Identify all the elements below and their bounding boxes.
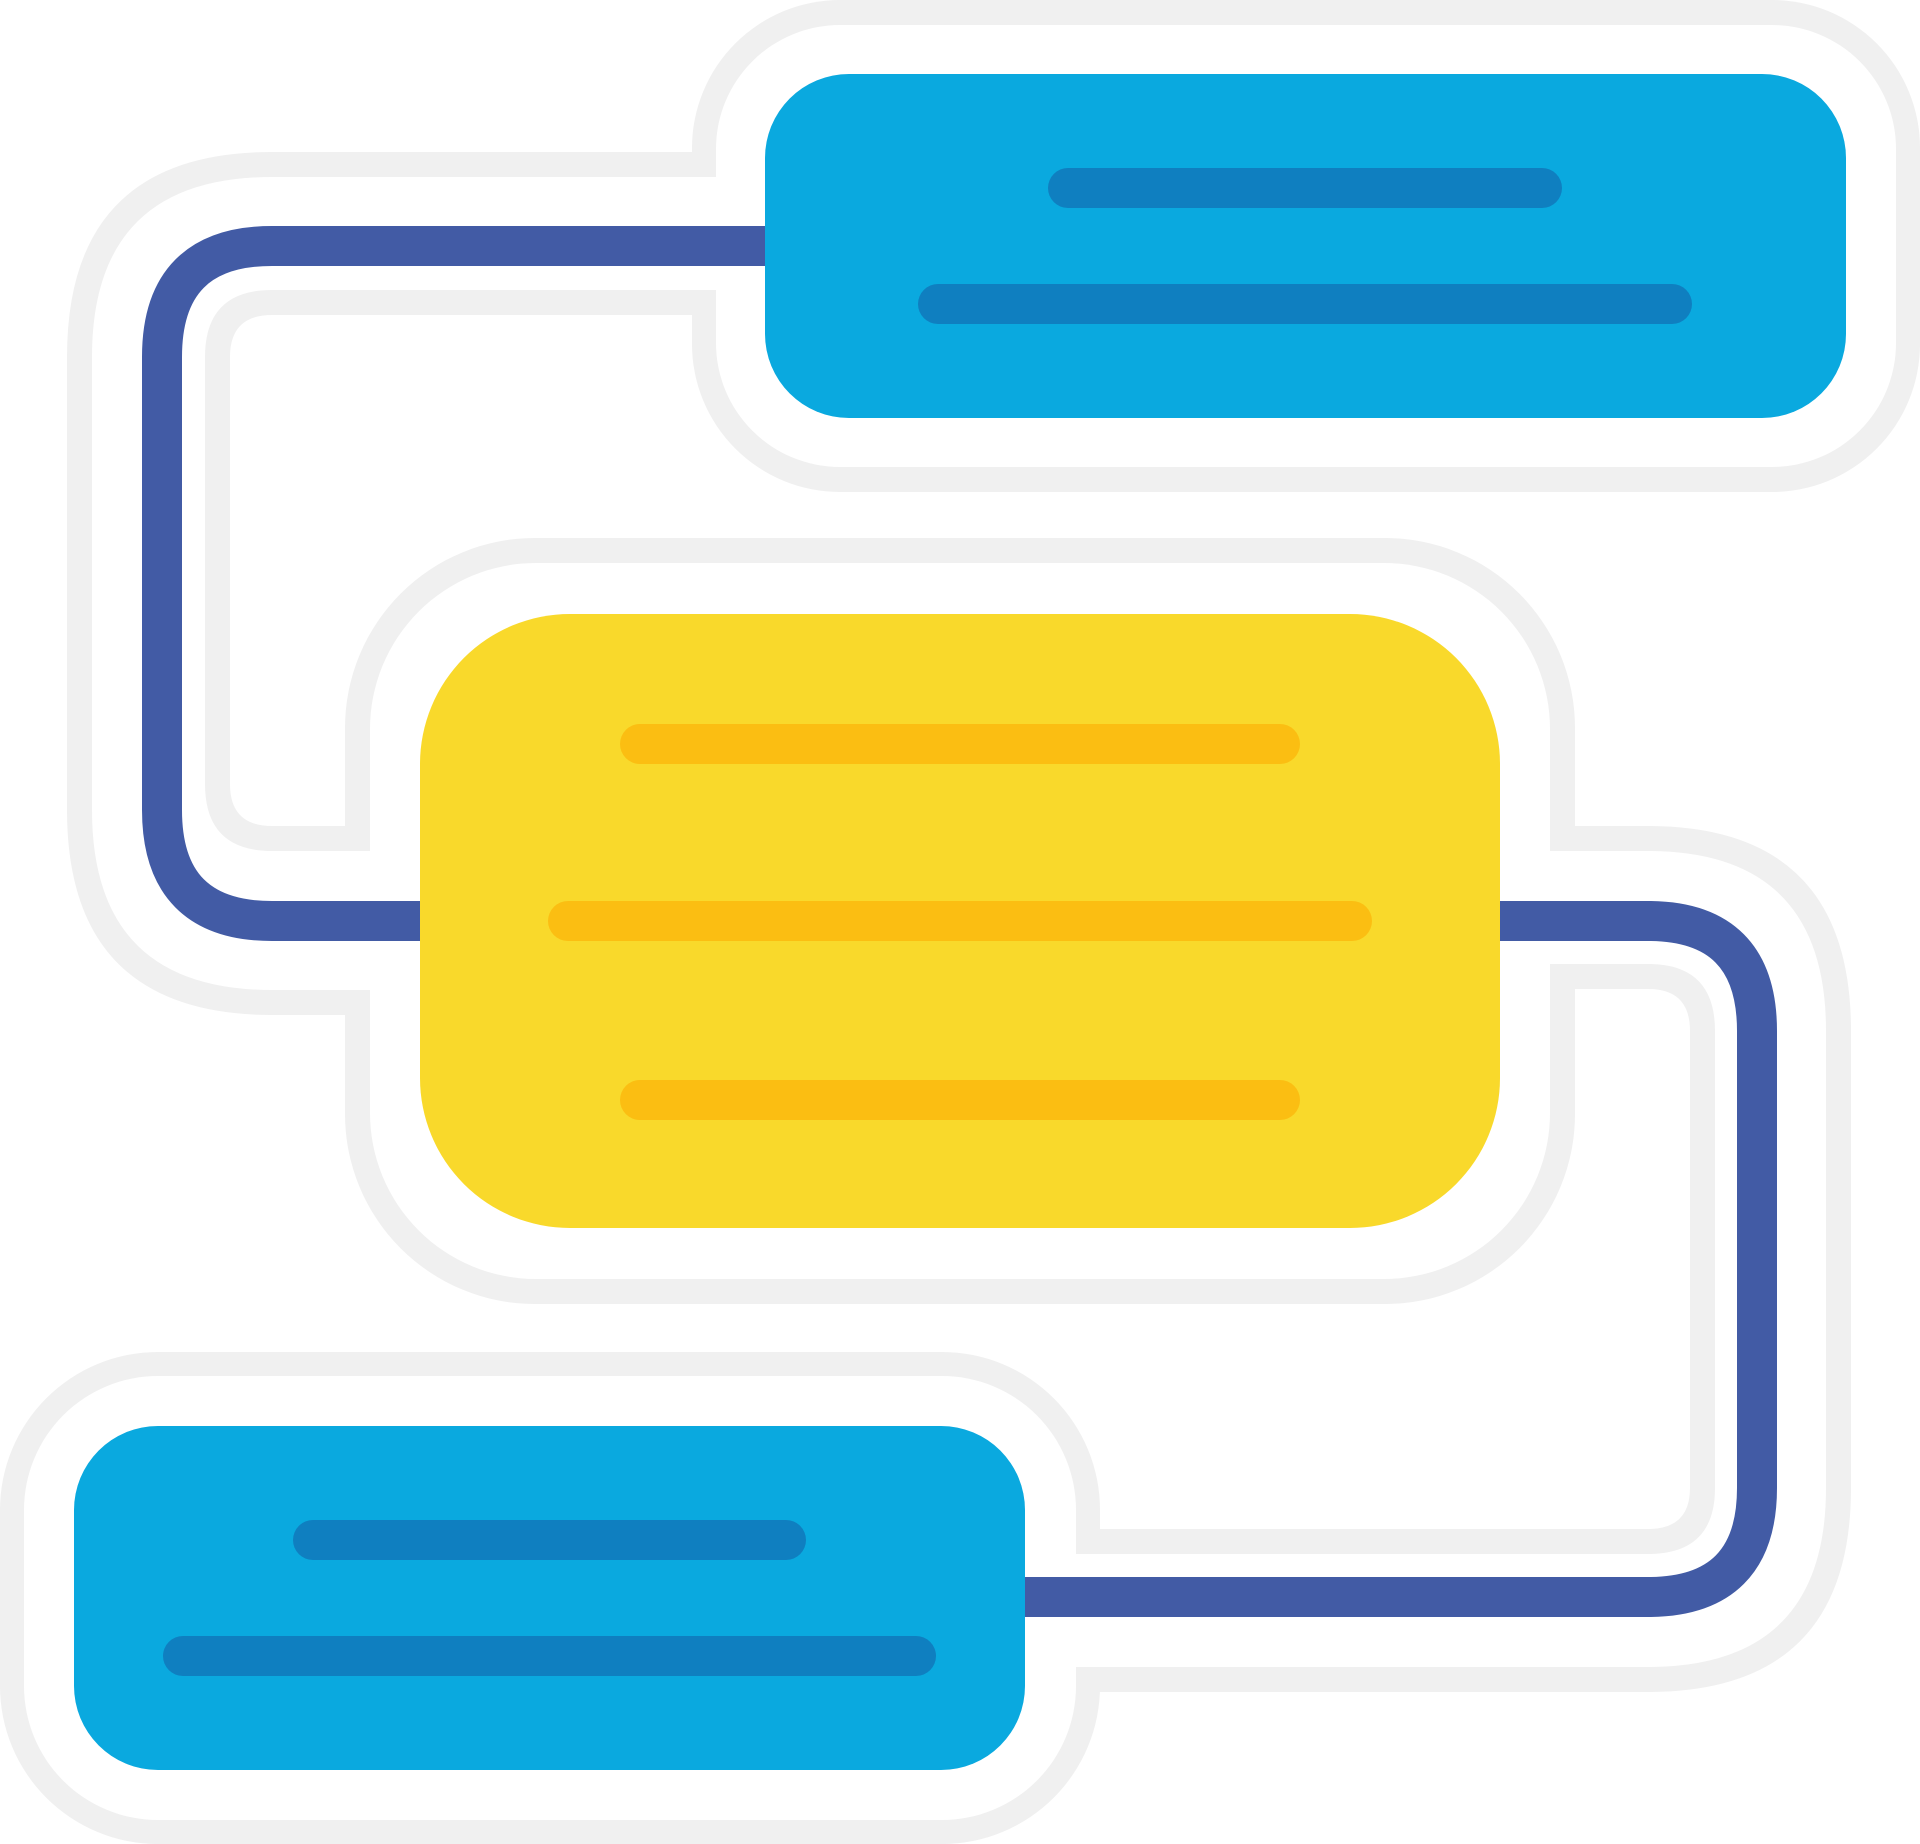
bottom-left-box [74, 1426, 1025, 1770]
bottom-left-box-body [74, 1426, 1025, 1770]
left-connector [142, 226, 770, 941]
top-right-box [765, 74, 1846, 418]
middle-box [420, 614, 1500, 1228]
right-connector [1025, 901, 1777, 1617]
connectors [142, 226, 1777, 1617]
top-right-box-body [765, 74, 1846, 418]
left-connector-outline [67, 152, 720, 1015]
